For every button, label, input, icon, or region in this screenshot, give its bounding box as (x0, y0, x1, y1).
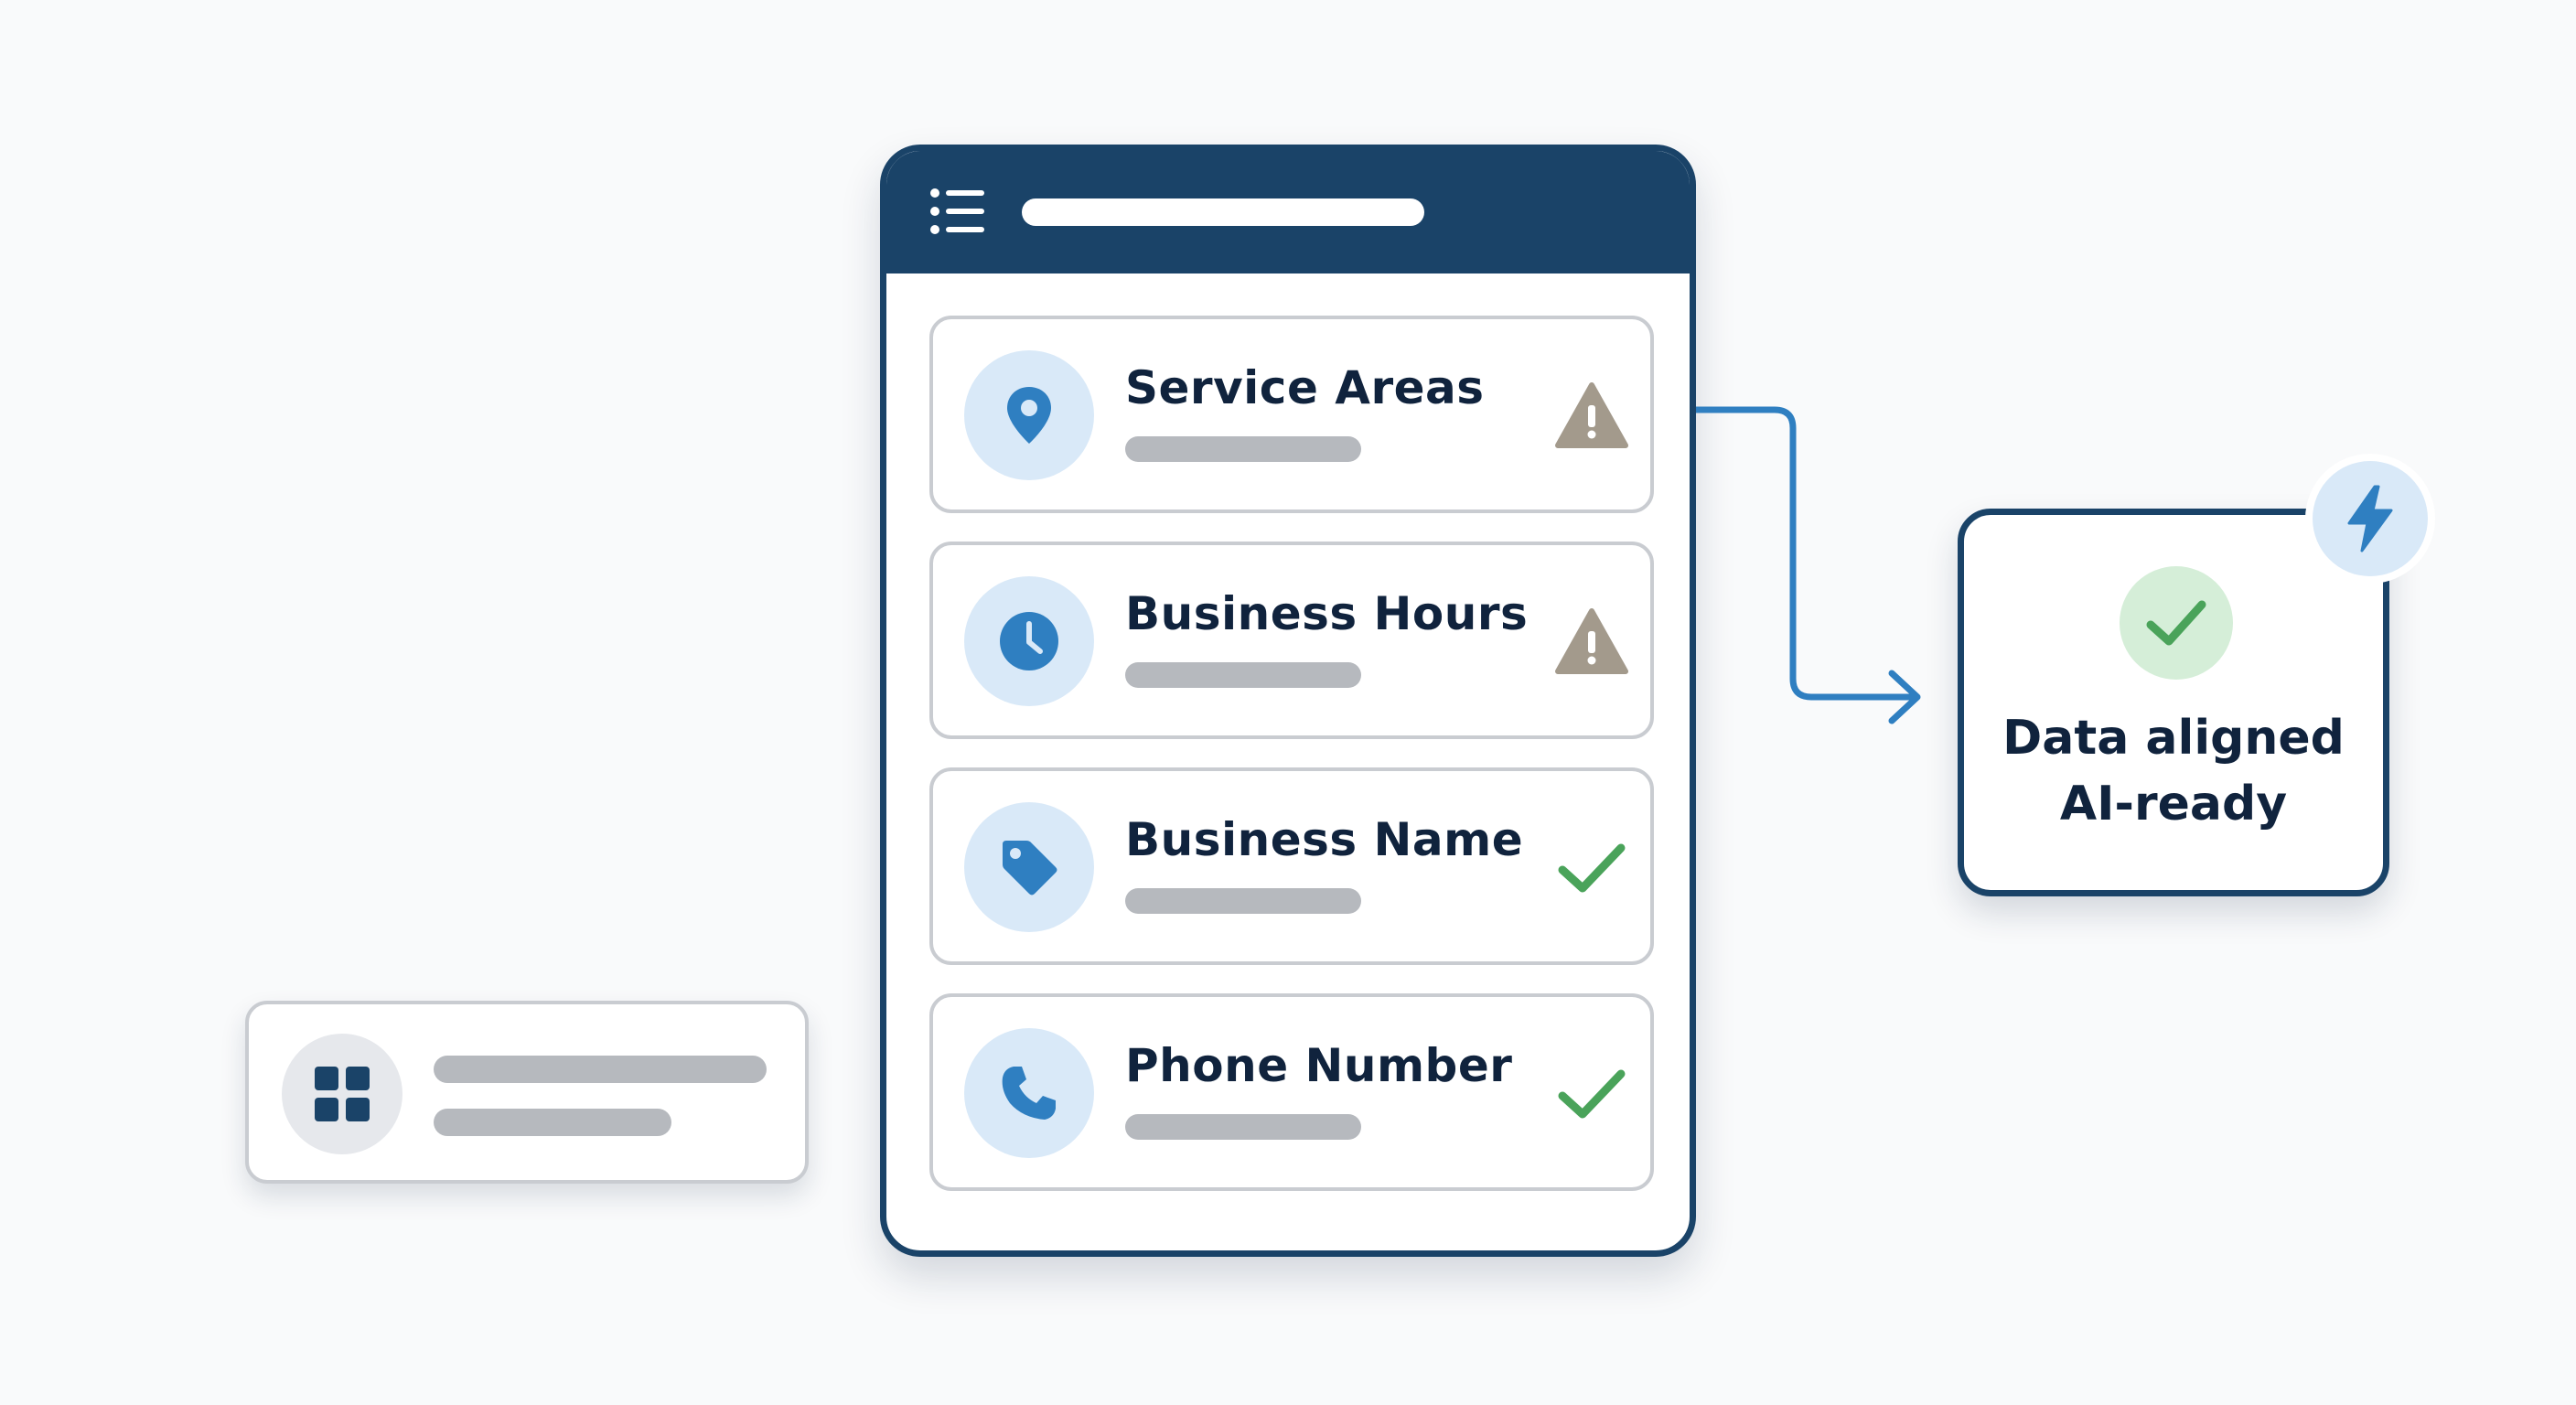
field-value-placeholder (1125, 1114, 1361, 1140)
grid-icon-circle (282, 1034, 402, 1154)
field-label: Phone Number (1125, 1039, 1513, 1092)
lightning-bolt-icon (2347, 485, 2393, 552)
field-value-placeholder (1125, 662, 1361, 688)
placeholder-line (434, 1056, 767, 1083)
field-card-business-hours[interactable]: Business Hours (929, 542, 1654, 739)
panel-header (886, 151, 1690, 273)
field-value-placeholder (1125, 436, 1361, 462)
field-label: Business Name (1125, 813, 1524, 866)
clock-icon (1000, 612, 1058, 670)
grid-icon (315, 1067, 370, 1121)
business-profile-panel: Service Areas Business Hours (880, 145, 1696, 1257)
checkmark-icon (1558, 843, 1626, 893)
connector-arrow (1696, 406, 1921, 724)
field-label: Service Areas (1125, 361, 1485, 414)
field-icon-circle (964, 802, 1094, 932)
field-icon-circle (964, 350, 1094, 480)
field-card-business-name[interactable]: Business Name (929, 767, 1654, 965)
checkmark-icon (1558, 1069, 1626, 1119)
mini-listing-card (245, 1001, 809, 1184)
result-title: Data aligned (2002, 711, 2345, 766)
checkmark-icon (2146, 600, 2206, 646)
map-pin-icon (1007, 387, 1051, 444)
result-subtitle: AI-ready (2059, 777, 2288, 831)
field-label: Business Hours (1125, 587, 1529, 640)
field-icon-circle (964, 1028, 1094, 1158)
lightning-badge (2313, 461, 2428, 576)
success-check-circle (2120, 566, 2233, 680)
list-menu-icon[interactable] (929, 188, 984, 235)
result-card: Data aligned AI-ready (1958, 509, 2389, 896)
tag-icon (1003, 841, 1057, 896)
header-title-placeholder (1022, 198, 1424, 226)
field-card-phone-number[interactable]: Phone Number (929, 993, 1654, 1191)
field-card-service-areas[interactable]: Service Areas (929, 316, 1654, 513)
phone-icon (1002, 1067, 1056, 1120)
placeholder-line (434, 1109, 671, 1136)
field-value-placeholder (1125, 888, 1361, 914)
warning-icon (1555, 382, 1628, 448)
field-icon-circle (964, 576, 1094, 706)
warning-icon (1555, 608, 1628, 674)
